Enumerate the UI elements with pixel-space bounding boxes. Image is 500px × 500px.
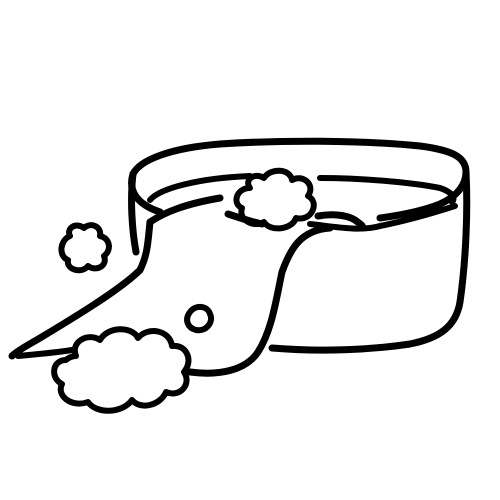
cloth-bottom-edge [15,347,75,359]
small-bubble-on-cloth [184,304,214,334]
basin-inner-rim [147,173,457,205]
basin-right-wall [268,168,471,354]
left-soap-suds [58,222,112,274]
bottom-soap-suds [51,326,192,414]
cloth-left-edge [8,218,154,360]
top-soap-suds [233,167,317,232]
cloth-right-edge [186,224,334,377]
basin-left-wall [128,170,140,256]
basin-rim [129,137,470,222]
